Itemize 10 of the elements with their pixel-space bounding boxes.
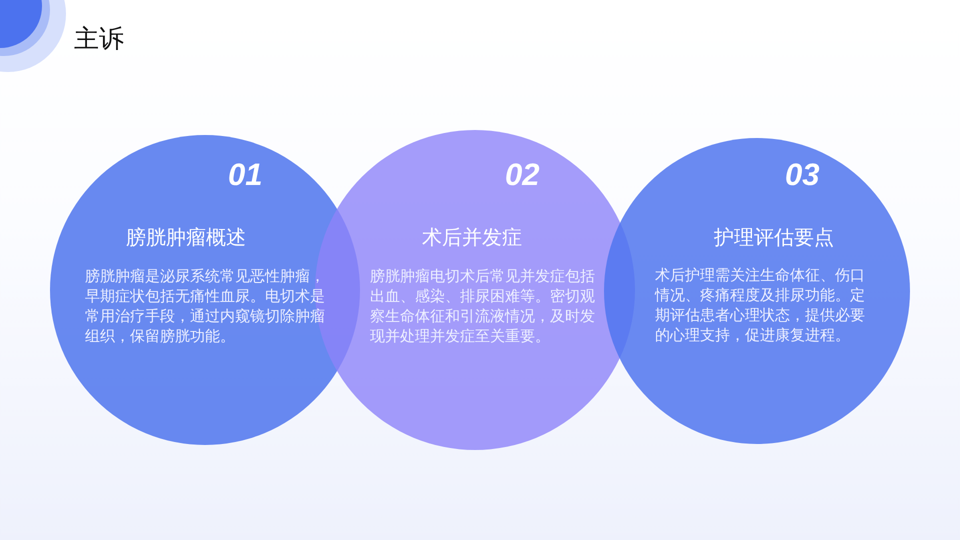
section-heading: 膀胱肿瘤概述 [125, 226, 247, 251]
description-text: 术后护理需关注生命体征、伤口情况、疼痛程度及排尿功能。定期评估患者心理状态，提供必要的心理支持，促进康复进程。 [655, 266, 866, 346]
section-heading: 术后并发症 [421, 226, 523, 251]
description-text: 膀胱肿瘤是泌尿系统常见恶性肿瘤，早期症状包括无痛性血尿。电切术是常用治疗手段，通过内窥镜切除肿瘤组织，保留膀胱功能。 [85, 267, 326, 347]
slide-title: 主诉 [74, 24, 124, 55]
section-heading: 护理评估要点 [713, 226, 835, 251]
step-number: 03 [785, 157, 820, 193]
step-number: 01 [228, 157, 262, 193]
description-text: 膀胱肿瘤电切术后常见并发症包括出血、感染、排尿困难等。密切观察生命体征和引流液情况，及时发现并处理并发症至关重要。 [370, 267, 596, 347]
step-number: 02 [505, 157, 540, 193]
